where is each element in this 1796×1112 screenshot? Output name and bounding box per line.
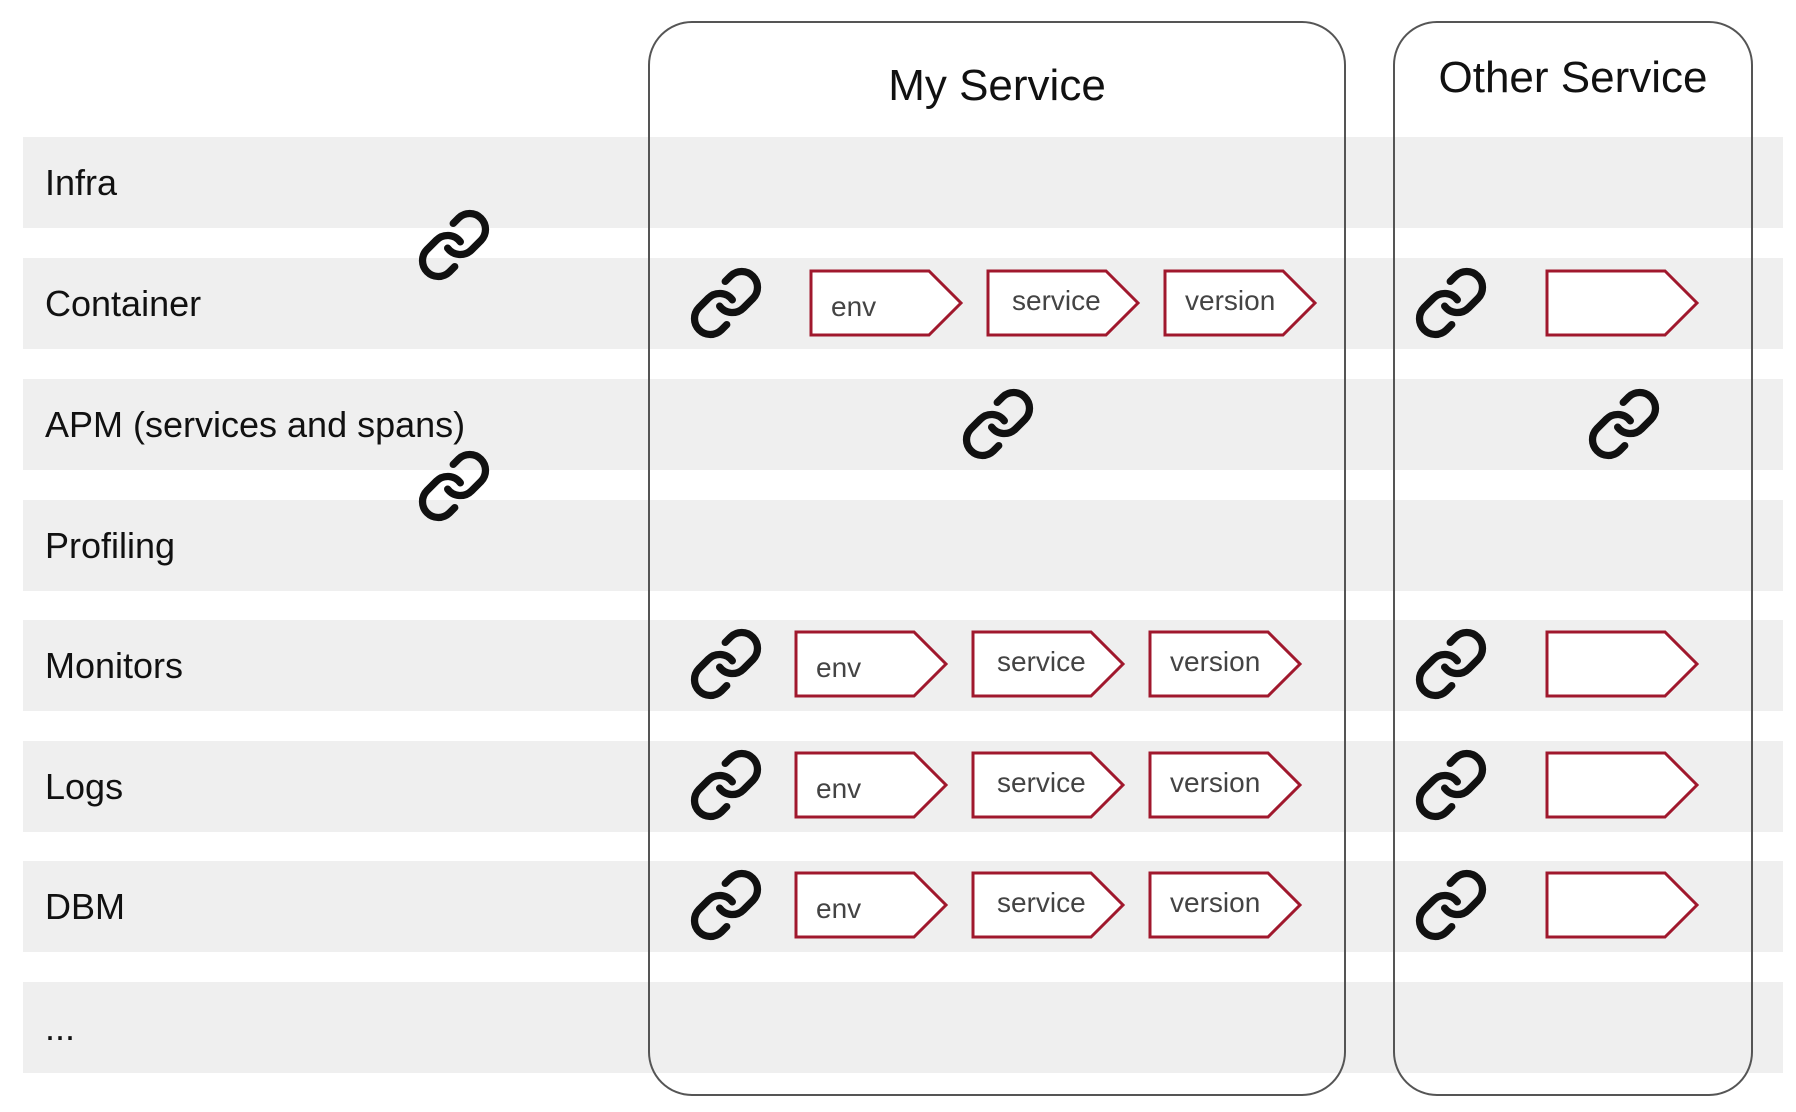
row-label-monitors: Monitors	[45, 645, 184, 686]
tag-icon	[1545, 630, 1700, 698]
tag-icon	[1148, 630, 1303, 698]
tag-icon	[794, 630, 949, 698]
row-label-infra: Infra	[45, 162, 118, 203]
other-service-title: Other Service	[1438, 53, 1708, 102]
other-service-panel	[1393, 21, 1753, 1096]
link-icon-other-service-monitors	[1413, 626, 1489, 702]
tag-label-env: env	[816, 893, 862, 924]
version-tag-monitors: version	[1148, 630, 1303, 698]
tag-icon	[971, 751, 1126, 819]
tag-icon	[1545, 269, 1700, 337]
tag-label-version: version	[1170, 887, 1261, 918]
tag-label-version: version	[1185, 285, 1276, 316]
link-icon-other-service-logs	[1413, 747, 1489, 823]
tag-label-version: version	[1170, 646, 1261, 677]
link-icon-my-service-apm	[960, 386, 1036, 462]
env-tag-monitors: env	[794, 630, 949, 698]
env-tag-container: env	[809, 269, 964, 337]
tag-icon	[1148, 751, 1303, 819]
env-tag-logs: env	[794, 751, 949, 819]
tag-label-service: service	[1012, 285, 1101, 316]
link-icon-other-service-dbm	[1413, 867, 1489, 943]
link-icon-my-service-logs	[688, 747, 764, 823]
tag-icon	[794, 751, 949, 819]
version-tag-container: version	[1163, 269, 1318, 337]
tag-label-service: service	[997, 646, 1086, 677]
tag-icon	[986, 269, 1141, 337]
service-tag-dbm: service	[971, 871, 1126, 939]
link-icon-apm-profiling	[416, 448, 492, 524]
link-icon-infra-container	[416, 207, 492, 283]
tag-icon	[809, 269, 964, 337]
empty-tag-container	[1545, 269, 1700, 337]
link-icon-other-service-apm	[1586, 386, 1662, 462]
tag-icon	[1163, 269, 1318, 337]
my-service-title: My Service	[888, 61, 1106, 110]
tag-label-env: env	[816, 652, 862, 683]
row-label-profiling: Profiling	[45, 525, 176, 566]
tag-icon	[1545, 871, 1700, 939]
my-service-panel	[648, 21, 1346, 1096]
row-label-dbm: DBM	[45, 886, 125, 927]
tag-label-env: env	[831, 291, 877, 322]
row-band-apm	[23, 379, 1783, 470]
service-tag-logs: service	[971, 751, 1126, 819]
row-label-apm: APM (services and spans)	[45, 404, 466, 445]
link-icon-my-service-dbm	[688, 867, 764, 943]
env-tag-dbm: env	[794, 871, 949, 939]
tag-icon	[1148, 871, 1303, 939]
tag-icon	[971, 630, 1126, 698]
service-tag-monitors: service	[971, 630, 1126, 698]
link-icon-my-service-monitors	[688, 626, 764, 702]
tag-label-env: env	[816, 773, 862, 804]
link-icon-my-service-container	[688, 265, 764, 341]
row-label-logs: Logs	[45, 766, 124, 807]
service-tag-container: service	[986, 269, 1141, 337]
tag-icon	[971, 871, 1126, 939]
tag-label-service: service	[997, 887, 1086, 918]
row-label-more: ...	[45, 1007, 76, 1048]
link-icon-other-service-container	[1413, 265, 1489, 341]
tag-icon	[1545, 751, 1700, 819]
row-label-container: Container	[45, 283, 202, 324]
version-tag-dbm: version	[1148, 871, 1303, 939]
row-band-infra	[23, 137, 1783, 228]
tag-label-service: service	[997, 767, 1086, 798]
row-band-profiling	[23, 500, 1783, 591]
empty-tag-monitors	[1545, 630, 1700, 698]
tag-label-version: version	[1170, 767, 1261, 798]
row-band-more	[23, 982, 1783, 1073]
empty-tag-logs	[1545, 751, 1700, 819]
empty-tag-dbm	[1545, 871, 1700, 939]
tag-icon	[794, 871, 949, 939]
version-tag-logs: version	[1148, 751, 1303, 819]
